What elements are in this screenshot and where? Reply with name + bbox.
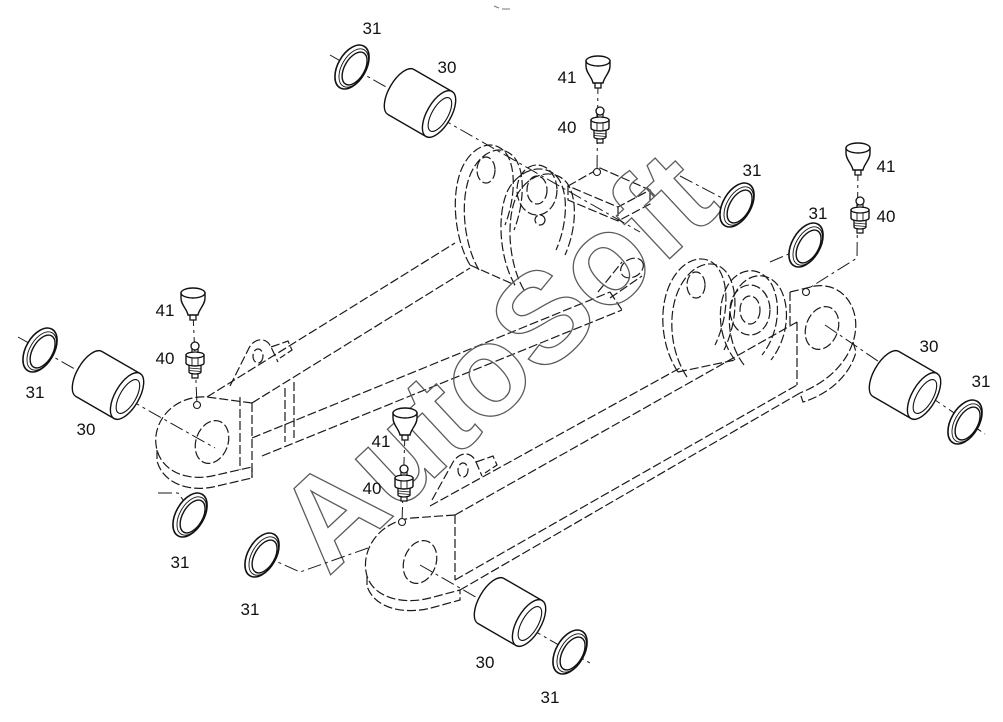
seal-ring <box>781 216 831 274</box>
grease-line-left <box>192 311 198 406</box>
callout-label: 31 <box>241 600 260 619</box>
left-eye-boss <box>155 396 253 478</box>
callout-label: 30 <box>438 58 457 77</box>
callout-label: 31 <box>171 553 190 572</box>
callout-label: 31 <box>26 383 45 402</box>
seal-ring <box>15 321 65 379</box>
seal-ring <box>165 486 215 544</box>
right-eye-bore <box>804 306 840 350</box>
callout-label: 40 <box>877 207 896 226</box>
callout-label: 41 <box>372 432 391 451</box>
rear-lug-small-hole <box>534 214 546 226</box>
front-eye-bore <box>402 540 438 584</box>
callout-label: 30 <box>920 337 939 356</box>
front-bracket <box>431 453 498 501</box>
bushing <box>466 571 554 653</box>
callout-label: 41 <box>877 157 896 176</box>
right-eye-boss <box>789 285 857 394</box>
callout-label: 31 <box>363 19 382 38</box>
left-bracket <box>229 339 293 387</box>
center-pin <box>597 261 643 299</box>
boom-frame <box>155 144 857 612</box>
right-lug-plate-1-back <box>671 263 736 378</box>
right-eye-boss-thickness <box>789 292 857 403</box>
callout-label: 31 <box>972 372 991 391</box>
watermark-group: AutoSoft <box>249 124 743 598</box>
grease-mount-hole <box>192 400 202 410</box>
grease-fitting <box>850 196 870 234</box>
right-lug-plate-2-back <box>728 275 788 366</box>
grease-mount-hole <box>592 167 602 177</box>
callout-label: 41 <box>558 68 577 87</box>
seal-ring <box>237 526 287 584</box>
left-eye-plate <box>239 397 253 478</box>
top-pin-block <box>566 167 652 222</box>
rear-lug-boss <box>516 164 558 216</box>
seal-ring <box>327 38 377 96</box>
rear-lug-hole-1 <box>476 156 496 184</box>
rear-lug-plate-2-back <box>509 173 575 291</box>
bushing <box>861 344 949 426</box>
callout-label: 31 <box>743 161 762 180</box>
grease-cap <box>845 142 871 176</box>
seal-ring <box>545 623 595 681</box>
right-lug-boss <box>729 284 771 336</box>
callout-label: 31 <box>541 688 560 707</box>
grease-fitting <box>185 341 205 379</box>
rear-lug-plate-2 <box>500 168 566 286</box>
right-lug-plate-2 <box>719 270 779 361</box>
callout-label: 30 <box>77 420 96 439</box>
bushing <box>64 344 152 426</box>
rear-lug-hole-2 <box>526 175 548 205</box>
grease-fitting <box>590 106 610 144</box>
callout-label: 40 <box>156 349 175 368</box>
callout-labels: 31 30 41 40 31 41 40 31 41 40 31 30 30 3… <box>26 19 991 707</box>
right-lug-hole-1 <box>686 271 706 299</box>
left-bracket-hole <box>252 348 264 364</box>
right-lug-plate-1 <box>662 258 727 373</box>
grease-cap <box>180 287 206 321</box>
callout-label: 40 <box>558 118 577 137</box>
right-lug-hole-2 <box>739 295 761 325</box>
callout-label: 41 <box>156 301 175 320</box>
callout-label: 31 <box>809 204 828 223</box>
front-eye-boss-thickness <box>366 576 461 612</box>
callout-label: 40 <box>363 479 382 498</box>
front-eye-boss <box>365 514 461 602</box>
center-pin-end <box>620 257 644 279</box>
seal-ring <box>940 393 990 451</box>
left-eye-boss-thickness <box>156 450 253 489</box>
front-bracket-hole <box>457 462 469 478</box>
cross-brace <box>251 291 623 457</box>
grease-mount-hole <box>397 517 407 527</box>
grease-cap <box>585 55 611 89</box>
scan-mark <box>493 5 510 10</box>
callout-label: 30 <box>476 653 495 672</box>
grease-line-top <box>596 79 599 173</box>
watermark: AutoSoft <box>250 125 742 598</box>
top-pin-axis <box>329 54 641 233</box>
left-eye-bore <box>194 420 230 464</box>
front-beam <box>429 321 801 591</box>
grease-mount-hole <box>801 287 811 297</box>
